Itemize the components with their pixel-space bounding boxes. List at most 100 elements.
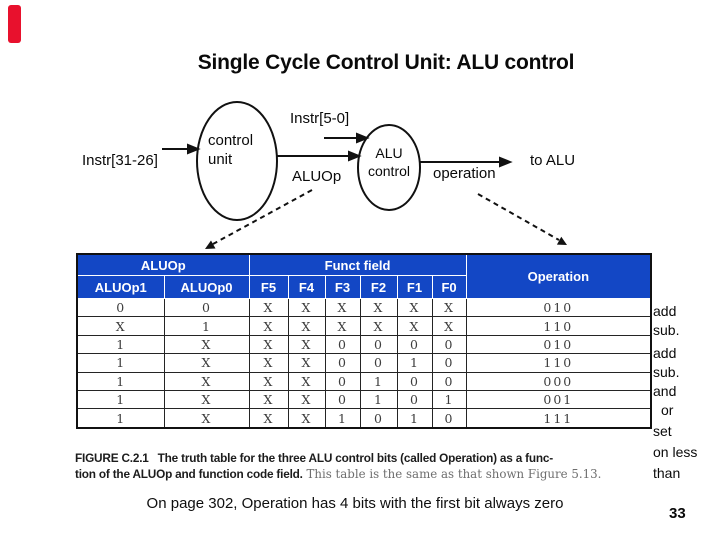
side-label-line: and xyxy=(653,383,677,399)
table-cell: X xyxy=(163,334,250,355)
table-cell: 1 xyxy=(396,353,433,373)
side-label-line: set xyxy=(653,423,672,439)
side-label-line: sub. xyxy=(653,364,680,380)
table-cell: 1 xyxy=(359,371,398,391)
side-label-line: add xyxy=(653,303,677,319)
table-cell: X xyxy=(76,316,165,336)
table-cell: X xyxy=(359,297,398,318)
header-f2: F2 xyxy=(359,275,398,299)
operation-cell: 110 xyxy=(465,353,652,373)
table-cell: X xyxy=(248,408,289,429)
table-cell: 0 xyxy=(396,389,433,410)
instr31-26-label: Instr[31-26] xyxy=(82,152,158,169)
table-cell: X xyxy=(359,316,398,336)
operation-dashed-pointer xyxy=(477,193,560,241)
header-f5: F5 xyxy=(248,275,289,299)
header-f0: F0 xyxy=(431,275,467,299)
aluop-label: ALUOp xyxy=(292,168,342,185)
operation-label: operation xyxy=(433,165,496,182)
table-cell: 0 xyxy=(396,334,433,355)
operation-cell: 010 xyxy=(465,334,652,355)
caption-line1-bold: The truth table for the three ALU contro… xyxy=(157,451,554,465)
operation-cell: 000 xyxy=(465,371,652,391)
table-cell: 0 xyxy=(431,334,467,355)
table-cell: X xyxy=(248,334,289,355)
table-cell: 0 xyxy=(359,408,398,429)
header-f4: F4 xyxy=(287,275,326,299)
table-cell: X xyxy=(287,297,326,318)
side-label-line: sub. xyxy=(653,322,680,338)
header-aluop0: ALUOp0 xyxy=(163,275,250,299)
table-cell: 0 xyxy=(324,353,361,373)
operation-cell: 010 xyxy=(465,297,652,318)
table-cell: 0 xyxy=(324,334,361,355)
alu-control-line2: control xyxy=(367,163,411,179)
table-cell: X xyxy=(324,316,361,336)
table-cell: X xyxy=(248,353,289,373)
table-cell: X xyxy=(396,316,433,336)
instr5-0-label: Instr[5-0] xyxy=(290,110,350,127)
table-cell: 0 xyxy=(163,297,250,318)
operation-cell: 111 xyxy=(465,408,652,429)
table-cell: 0 xyxy=(359,353,398,373)
alu-control-label: ALU control xyxy=(356,144,422,180)
table-cell: X xyxy=(163,389,250,410)
table-cell: X xyxy=(248,389,289,410)
header-funct-group: Funct field xyxy=(248,253,467,276)
table-cell: 0 xyxy=(76,297,165,318)
control-unit-line2: unit xyxy=(208,151,233,168)
table-cell: X xyxy=(287,408,326,429)
table-cell: 1 xyxy=(324,408,361,429)
header-aluop-group: ALUOp xyxy=(76,253,250,276)
side-label-line: or xyxy=(661,402,674,418)
operation-cell: 110 xyxy=(465,316,652,336)
table-cell: 1 xyxy=(76,353,165,373)
table-cell: 1 xyxy=(396,408,433,429)
table-cell: X xyxy=(431,316,467,336)
accent-bar xyxy=(8,5,21,43)
table-cell: X xyxy=(163,408,250,429)
table-cell: 0 xyxy=(431,353,467,373)
footer-note: On page 302, Operation has 4 bits with t… xyxy=(146,495,564,512)
control-unit-line1: control xyxy=(208,132,254,149)
table-cell: X xyxy=(396,297,433,318)
page-title: Single Cycle Control Unit: ALU control xyxy=(197,51,575,74)
header-f1: F1 xyxy=(396,275,433,299)
caption-line1: FIGURE C.2.1 The truth table for the thre… xyxy=(75,450,650,466)
table-cell: 1 xyxy=(163,316,250,336)
table-cell: 0 xyxy=(324,389,361,410)
header-aluop1: ALUOp1 xyxy=(76,275,165,299)
caption-line2: tion of the ALUOp and function code fiel… xyxy=(75,466,650,482)
table-cell: 0 xyxy=(431,408,467,429)
table-cell: X xyxy=(248,316,289,336)
table-cell: 0 xyxy=(359,334,398,355)
table-cell: X xyxy=(287,389,326,410)
figure-label: FIGURE C.2.1 xyxy=(75,451,149,465)
page-number: 33 xyxy=(669,505,686,522)
truth-table: ALUOp Funct field Operation ALUOp1 ALUOp… xyxy=(76,253,653,429)
table-cell: 0 xyxy=(431,371,467,391)
table-cell: 0 xyxy=(324,371,361,391)
header-operation: Operation xyxy=(465,253,652,299)
table-cell: 1 xyxy=(76,334,165,355)
table-cell: 1 xyxy=(76,389,165,410)
table-cell: X xyxy=(287,371,326,391)
side-label-line: than xyxy=(653,465,681,481)
table-cell: X xyxy=(163,353,250,373)
table-cell: X xyxy=(248,371,289,391)
table-cell: 1 xyxy=(359,389,398,410)
table-cell: 0 xyxy=(396,371,433,391)
table-cell: 1 xyxy=(76,371,165,391)
figure-caption: FIGURE C.2.1 The truth table for the thre… xyxy=(75,450,650,482)
control-unit-label: control unit xyxy=(208,131,253,169)
